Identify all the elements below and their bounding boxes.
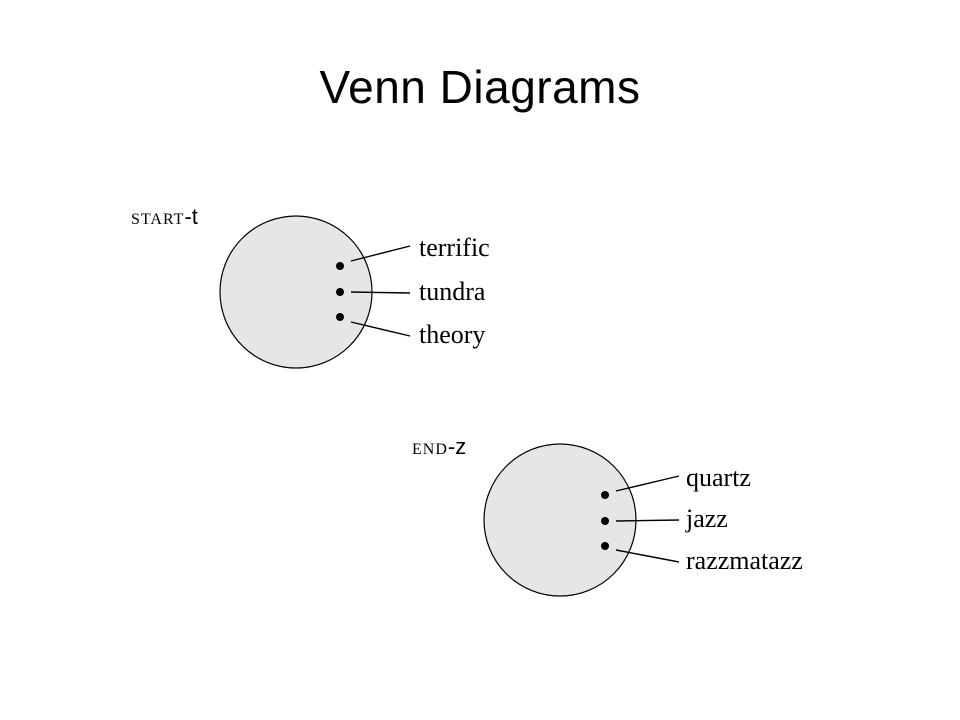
element-dot [336,288,344,296]
set-label-suffix: -t [184,204,197,229]
set-circle [219,215,373,369]
leader-line [615,519,680,522]
element-label: jazz [685,504,728,533]
venn-set-end-z: END-z quartz jazz razzmatazz [412,434,803,597]
set-label: END-z [412,434,466,459]
element-dot [601,517,609,525]
element-dot [601,542,609,550]
element-label: tundra [419,277,486,306]
element-dot [336,313,344,321]
element-label: quartz [686,463,751,492]
element-label: terrific [419,233,490,262]
leader-line [350,321,411,337]
set-label-main: END [412,441,448,458]
element-label: theory [419,320,485,349]
slide-title: Venn Diagrams [319,61,641,113]
leader-line [615,549,680,563]
set-circle [483,443,637,597]
element-label: razzmatazz [686,546,803,575]
leader-line [615,475,680,492]
set-label-main: START [131,211,184,228]
element-dot [336,262,344,270]
set-label-suffix: -z [448,434,466,459]
venn-set-start-t: START-t terrific tundra theory [131,204,490,369]
leader-line [350,245,411,262]
set-label: START-t [131,204,198,229]
leader-line [350,291,411,294]
element-dot [601,491,609,499]
